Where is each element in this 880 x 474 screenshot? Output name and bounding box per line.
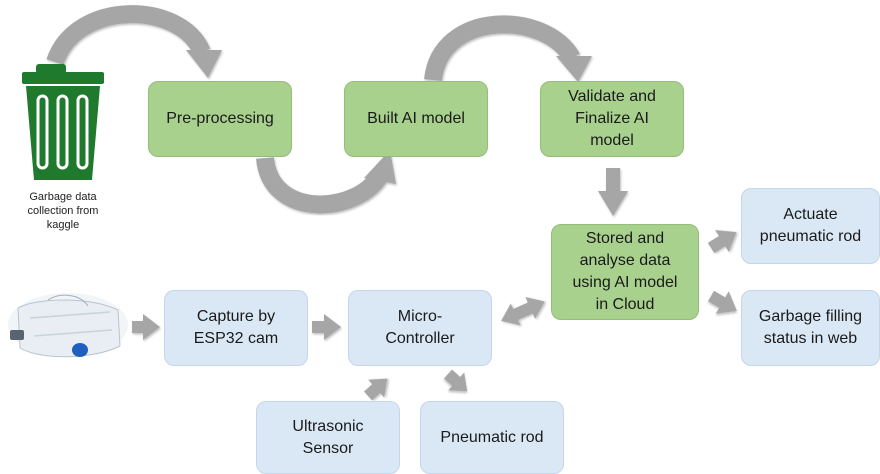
arrow-bottles-to-capture xyxy=(132,314,160,340)
arrow-capture-to-micro xyxy=(312,314,341,340)
arrow-ultrasonic-to-micro xyxy=(363,378,388,401)
filling-status-node: Garbage filling status in web xyxy=(741,290,880,366)
garbage-bin-icon xyxy=(22,64,104,180)
garbage-data-caption: Garbage data collection from kaggle xyxy=(27,191,99,231)
double-arrow-micro-cloud xyxy=(501,297,545,326)
curved-arrow-preprocessing-to-model xyxy=(256,150,396,214)
preprocessing-node: Pre-processing xyxy=(148,81,292,157)
actuate-rod-node: Actuate pneumatic rod xyxy=(741,188,880,264)
arrow-validate-to-cloud xyxy=(598,168,628,216)
built-ai-model-node: Built AI model xyxy=(344,81,488,157)
micro-controller-node: Micro- Controller xyxy=(348,290,492,366)
curved-arrow-bin-to-preprocessing xyxy=(46,5,222,78)
ultrasonic-sensor-node: Ultrasonic Sensor xyxy=(256,401,400,474)
pneumatic-rod-node: Pneumatic rod xyxy=(420,401,564,474)
validate-finalize-node: Validate and Finalize AI model xyxy=(540,81,684,157)
arrow-cloud-to-filling xyxy=(708,290,737,314)
plastic-bottles-image xyxy=(8,293,128,358)
arrow-micro-to-pneumatic xyxy=(443,369,468,392)
arrow-cloud-to-actuate xyxy=(707,230,737,254)
cloud-storage-node: Stored and analyse data using AI model i… xyxy=(551,224,699,320)
capture-esp32-node: Capture by ESP32 cam xyxy=(164,290,308,366)
curved-arrow-model-to-validate xyxy=(424,15,592,82)
